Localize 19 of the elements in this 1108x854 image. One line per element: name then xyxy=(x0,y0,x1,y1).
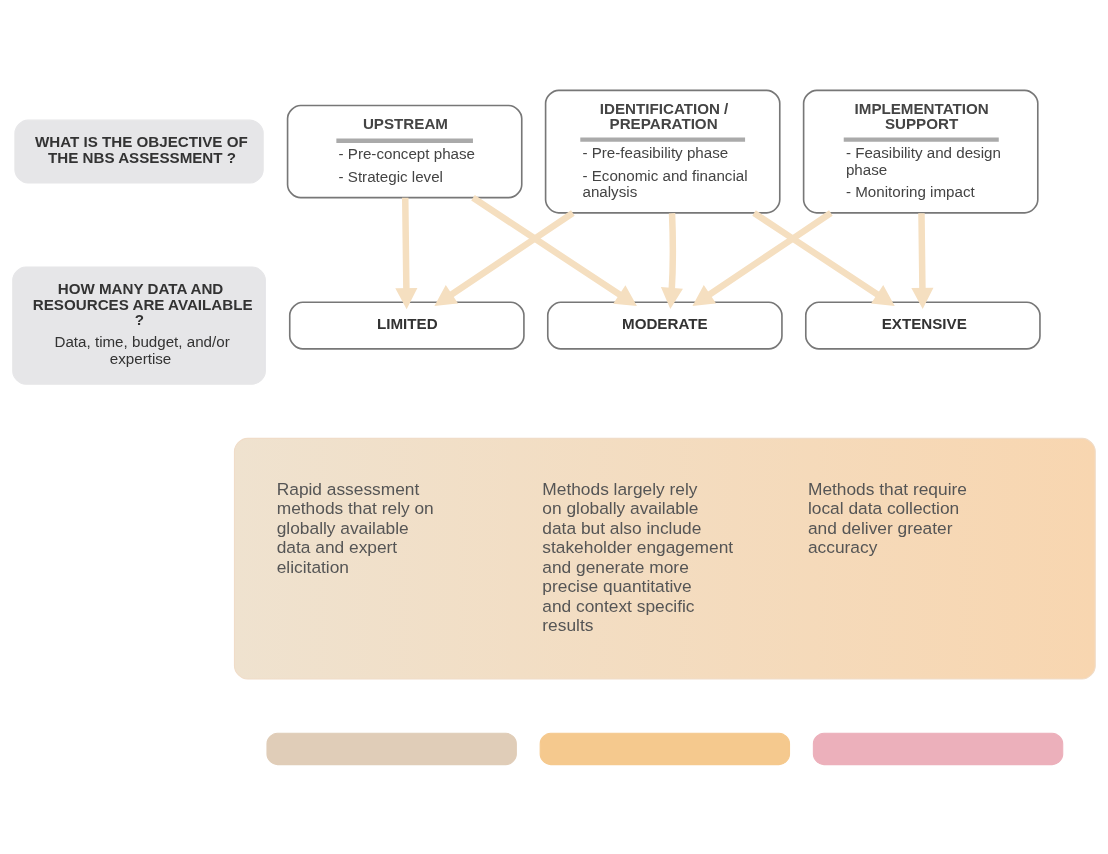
node-box: IMPLEMENTATION SUPPORT - Feasibility and design phase - Monitoring impact xyxy=(802,89,1039,214)
arrow xyxy=(395,197,418,309)
node-box: Rapid assessment methods that rely on globally available data and expert elicitation Methods largely rely on globally available data but also include stakeholder engagement and generate more precise quantitative and context specific results Methods that require local data collection and deliver greater accuracy xyxy=(233,437,1096,680)
arrow xyxy=(434,209,575,306)
node-box: WHAT IS THE OBJECTIVE OF THE NBS ASSESSMENT ? xyxy=(14,119,264,184)
node-box: EXTENSIVE xyxy=(804,300,1041,350)
arrow xyxy=(752,209,895,306)
arrow xyxy=(660,212,683,309)
node-box: LIMITED xyxy=(288,300,525,350)
node-box: IDENTIFICATION / PREPARATION - Pre-feasibility phase - Economic and financial analysis xyxy=(544,89,781,214)
node-box xyxy=(266,732,517,765)
node-box xyxy=(812,732,1064,765)
arrow xyxy=(471,194,637,306)
node-box: HOW MANY DATA AND RESOURCES ARE AVAILABLE ? Data, time, budget, and/or expertise xyxy=(12,266,266,385)
arrow xyxy=(692,209,833,306)
node-box: MODERATE xyxy=(546,300,783,350)
node-box xyxy=(539,732,791,765)
node-box: UPSTREAM - Pre-concept phase - Strategic level xyxy=(286,104,523,198)
arrow xyxy=(911,212,934,309)
